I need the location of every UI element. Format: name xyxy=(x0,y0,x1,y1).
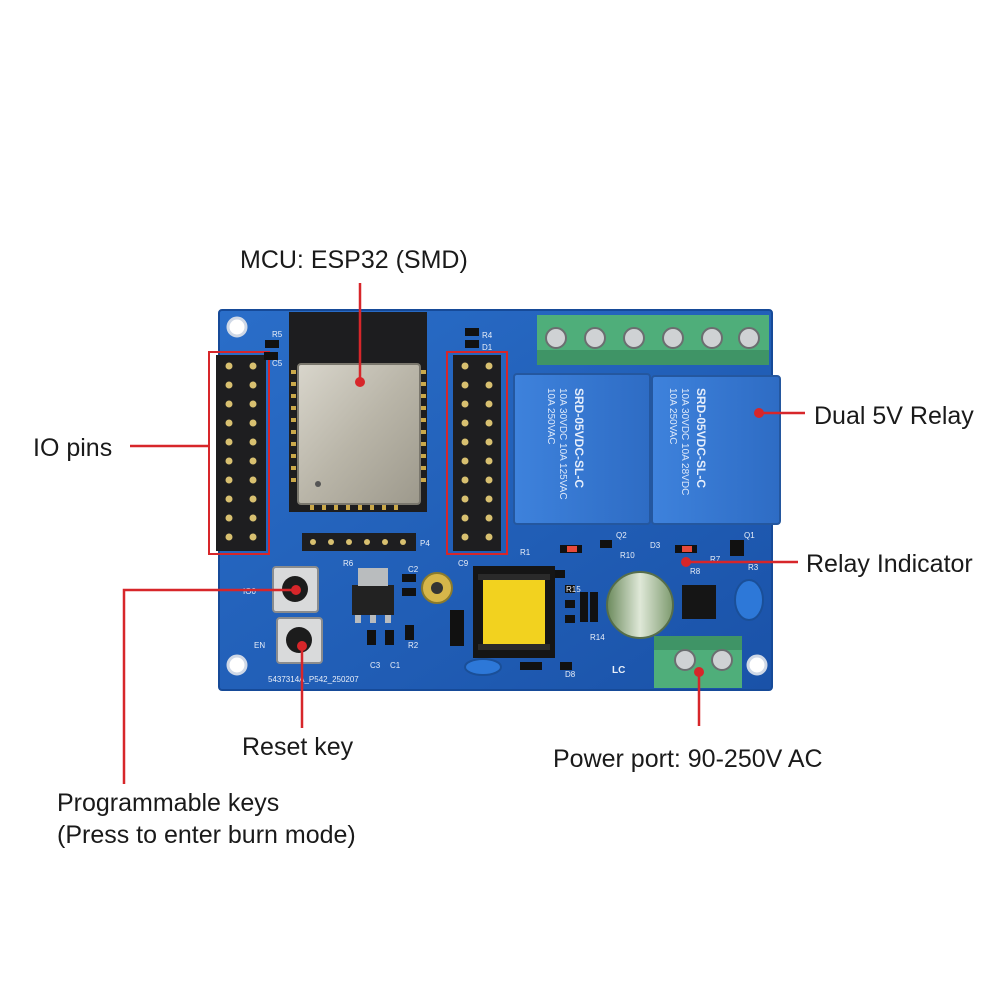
svg-text:10A 250VAC: 10A 250VAC xyxy=(545,388,556,445)
power-port-label: Power port: 90-250V AC xyxy=(553,745,823,773)
svg-text:Q1: Q1 xyxy=(744,531,755,540)
svg-text:C5: C5 xyxy=(272,359,283,368)
svg-text:C2: C2 xyxy=(408,565,419,574)
relay-led-indicators xyxy=(567,546,692,552)
svg-text:SRD-05VDC-SL-C: SRD-05VDC-SL-C xyxy=(694,388,708,488)
reset-key-label: Reset key xyxy=(242,733,354,761)
mounting-holes xyxy=(226,316,768,676)
relay-1: 10A 250VAC 10A 30VDC 10A 125VAC SRD-05VD… xyxy=(513,373,651,525)
svg-text:SRD-05VDC-SL-C: SRD-05VDC-SL-C xyxy=(572,388,586,488)
programmable-keys-line2: (Press to enter burn mode) xyxy=(57,821,356,849)
relay-terminal-block xyxy=(537,315,769,365)
svg-text:R5: R5 xyxy=(272,330,283,339)
right-io-header xyxy=(446,351,508,555)
svg-text:C1: C1 xyxy=(390,661,401,670)
en-button xyxy=(276,617,323,664)
svg-text:IO0: IO0 xyxy=(243,587,256,596)
svg-text:R7: R7 xyxy=(710,555,721,564)
svg-text:R1: R1 xyxy=(520,548,531,557)
svg-text:P4: P4 xyxy=(420,539,430,548)
svg-text:R3: R3 xyxy=(748,563,759,572)
svg-text:C9: C9 xyxy=(458,559,469,568)
svg-text:R15: R15 xyxy=(566,585,581,594)
svg-text:Q2: Q2 xyxy=(616,531,627,540)
small-capacitor xyxy=(421,572,453,604)
p4-header xyxy=(302,533,416,551)
io-pins-label: IO pins xyxy=(33,434,113,462)
svg-text:10A 30VDC 10A 125VAC: 10A 30VDC 10A 125VAC xyxy=(557,388,568,500)
callout-lines xyxy=(122,283,805,784)
transformer xyxy=(473,566,555,658)
silkscreen: R5 C5 R4 D1 P4 R6 C2 C3 C1 R2 C9 R1 R15 … xyxy=(243,330,759,684)
callout-dots xyxy=(291,377,764,677)
relay-2: 10A 250VAC 10A 30VDC 10A 28VDC SRD-05VDC… xyxy=(651,375,781,525)
left-io-header xyxy=(208,351,270,555)
svg-text:EN: EN xyxy=(254,641,265,650)
ceramic-capacitors xyxy=(464,579,764,676)
svg-text:D8: D8 xyxy=(565,670,576,679)
programmable-keys-label: Programmable keys (Press to enter burn m… xyxy=(57,787,356,851)
mcu-label: MCU: ESP32 (SMD) xyxy=(240,246,468,274)
svg-text:R4: R4 xyxy=(482,331,493,340)
large-capacitor xyxy=(606,571,674,639)
relay-indicator-label: Relay Indicator xyxy=(806,550,973,578)
svg-text:R8: R8 xyxy=(690,567,701,576)
programmable-callout-line xyxy=(122,588,296,784)
svg-text:5437314A_P542_250207: 5437314A_P542_250207 xyxy=(268,675,359,684)
svg-text:C3: C3 xyxy=(370,661,381,670)
svg-text:R6: R6 xyxy=(343,559,354,568)
svg-text:R10: R10 xyxy=(620,551,635,560)
svg-text:D3: D3 xyxy=(650,541,661,550)
voltage-regulator xyxy=(352,568,394,623)
svg-text:LC: LC xyxy=(612,665,625,676)
esp32-module xyxy=(289,312,427,512)
dual-relay-label: Dual 5V Relay xyxy=(814,402,974,430)
programmable-keys-line1: Programmable keys xyxy=(57,789,280,817)
svg-text:D1: D1 xyxy=(482,343,493,352)
svg-text:R14: R14 xyxy=(590,633,605,642)
svg-text:R2: R2 xyxy=(408,641,419,650)
svg-text:10A 250VAC: 10A 250VAC xyxy=(667,388,678,445)
svg-text:10A 30VDC 10A 28VDC: 10A 30VDC 10A 28VDC xyxy=(679,388,690,495)
bridge-rectifier xyxy=(682,585,716,619)
